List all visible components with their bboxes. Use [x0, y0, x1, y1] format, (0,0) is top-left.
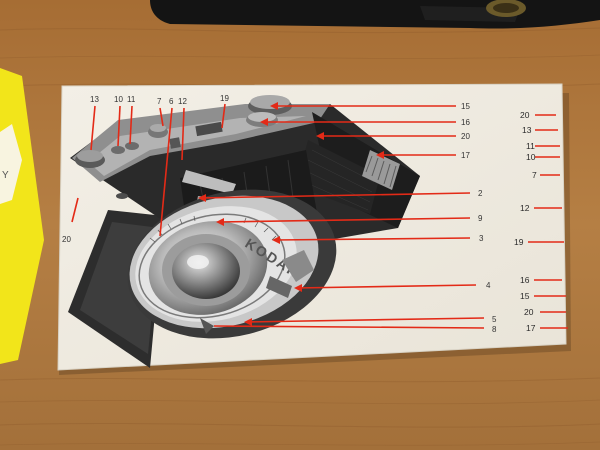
callout-numbers-right: 15 16 20 17 2 9 3 4 5 8 [461, 102, 497, 334]
callout-6: 6 [169, 97, 174, 106]
callout-10: 10 [114, 95, 123, 104]
callout-12: 12 [178, 97, 187, 106]
callout-5: 5 [492, 315, 497, 324]
legend-15: 15 [520, 291, 530, 301]
legend-12: 12 [520, 203, 530, 213]
legend-ticks [528, 114, 568, 329]
lens-assembly: KODAK [127, 189, 337, 339]
legend-10: 10 [526, 152, 536, 162]
leader-lines [71, 103, 485, 329]
callout-7: 7 [157, 97, 162, 106]
callout-8: 8 [492, 325, 497, 334]
callout-11: 11 [127, 95, 136, 104]
legend-20b: 20 [524, 307, 534, 317]
legend-13: 13 [522, 125, 532, 135]
arrowheads [198, 102, 384, 326]
top-controls [75, 95, 292, 199]
callout-15: 15 [461, 102, 470, 111]
callout-numbers-top: 13 10 11 7 6 12 19 [90, 94, 229, 106]
legend-7: 7 [532, 170, 537, 180]
callout-4: 4 [486, 281, 491, 290]
legend-20a: 20 [520, 110, 530, 120]
callout-13: 13 [90, 95, 99, 104]
camera-illustration: KODAK [68, 95, 420, 368]
callout-17: 17 [461, 151, 470, 160]
callout-9: 9 [478, 214, 483, 223]
yellow-leaflet: Y [0, 68, 44, 364]
callout-16: 16 [461, 118, 470, 127]
black-case [150, 0, 600, 29]
callout-2: 2 [478, 189, 483, 198]
legend-16: 16 [520, 275, 530, 285]
legend-11: 11 [526, 141, 535, 151]
legend-19: 19 [514, 237, 524, 247]
callout-19: 19 [220, 94, 229, 103]
callout-20-right: 20 [461, 132, 470, 141]
legend-numbers-far-right: 20 13 11 10 7 12 19 16 15 20 17 [514, 110, 537, 333]
callout-20-left: 20 [62, 235, 71, 244]
legend-17: 17 [526, 323, 536, 333]
callout-3: 3 [479, 234, 484, 243]
leaflet-glyph: Y [2, 170, 9, 181]
